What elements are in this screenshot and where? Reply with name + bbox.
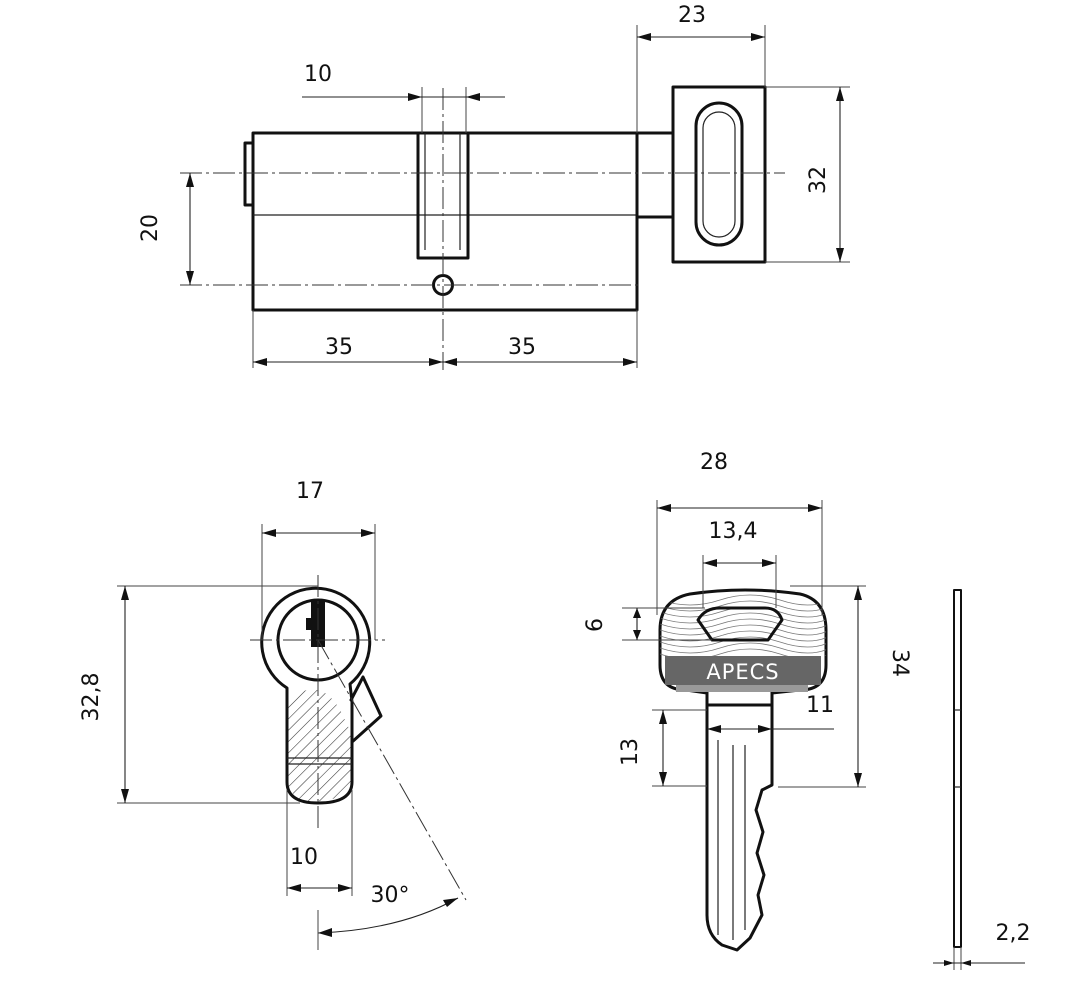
dim-cam-width: 10: [304, 62, 332, 87]
cylinder-side-view: [180, 85, 785, 370]
key-view: APECS: [658, 588, 828, 952]
dim-knob-height: 32: [806, 166, 831, 194]
dim-key-thickness: 2,2: [996, 921, 1031, 946]
dim-key-window-width: 13,4: [709, 519, 758, 544]
key-dimensions: 28 13,4 6 13 11 34: [583, 450, 912, 788]
key-thickness-view: 2,2: [933, 589, 1031, 970]
cylinder-profile-view: [250, 575, 467, 901]
profile-dimensions: 17 32,8 10 30°: [79, 479, 459, 950]
key-brand-label: APECS: [706, 660, 779, 684]
dim-knob-width: 23: [678, 3, 706, 28]
dim-key-total-height: 34: [887, 649, 912, 677]
dim-key-neck-width: 11: [806, 693, 834, 718]
dim-profile-height: 32,8: [79, 673, 104, 722]
dim-cam-angle: 30°: [371, 883, 410, 908]
dim-key-neck-height: 13: [618, 738, 643, 766]
dim-right-length: 35: [508, 335, 536, 360]
dim-key-head-width: 28: [700, 450, 728, 475]
top-dimensions: 23 10 32 20 35 35: [138, 3, 850, 368]
dim-profile-width: 17: [296, 479, 324, 504]
dim-left-length: 35: [325, 335, 353, 360]
dim-center-offset: 20: [138, 214, 163, 242]
key-texture: [660, 594, 826, 656]
dim-key-window-height: 6: [583, 618, 608, 632]
dim-profile-bottom-width: 10: [290, 845, 318, 870]
